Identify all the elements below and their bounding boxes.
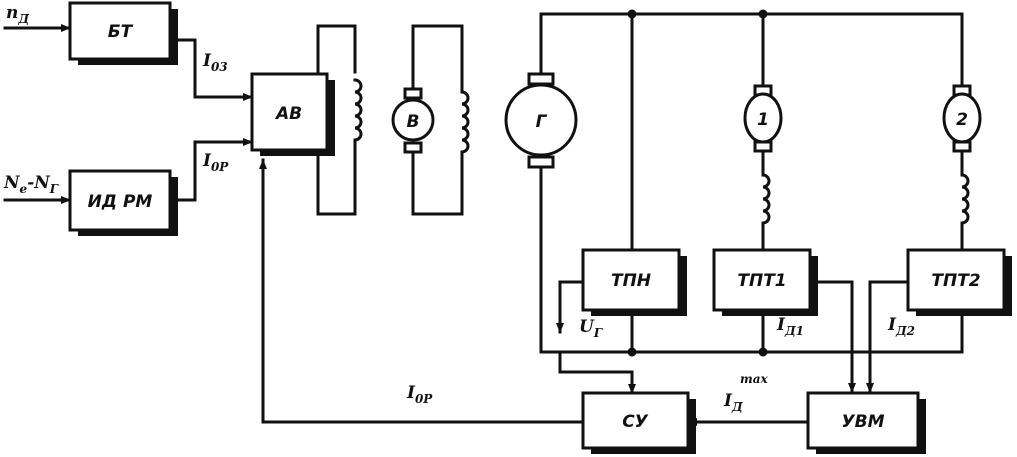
exciter-brush-top xyxy=(403,87,423,100)
id2-to-uvm-wire xyxy=(866,280,910,394)
block-tpt1: ТПТ1 xyxy=(712,248,818,316)
tpt1-label: ТПТ1 xyxy=(737,271,786,291)
motor-2: 2 xyxy=(942,84,982,153)
generator-label: Г xyxy=(536,112,548,132)
junction-dot xyxy=(758,347,768,357)
av-field-coil xyxy=(353,78,363,142)
su-label: СУ xyxy=(622,412,648,432)
su-to-av-feedback-wire xyxy=(259,158,585,424)
block-tpn: ТПН xyxy=(581,248,687,316)
bt-label: БТ xyxy=(108,22,134,42)
bt-to-av-wire xyxy=(176,38,254,101)
exciter-brush-bottom xyxy=(403,141,423,154)
block-av: АВ xyxy=(250,72,335,156)
generator-armature xyxy=(504,83,578,157)
ug-arrow xyxy=(556,280,585,334)
junction-dot xyxy=(627,9,637,19)
idmax-superscript: max xyxy=(740,372,768,386)
speed-input-label: nД xyxy=(6,3,29,26)
ug-to-su-wire xyxy=(558,350,636,395)
motor1-armature xyxy=(743,92,783,144)
power-input-label: Ne-NГ xyxy=(3,173,59,196)
i0p-top-label: I0P xyxy=(202,151,229,174)
wiring xyxy=(3,12,970,426)
ug-label: UГ xyxy=(579,317,603,340)
block-tpt2: ТПТ2 xyxy=(906,248,1012,316)
exciter-field-coil xyxy=(460,90,470,154)
top-bus xyxy=(539,12,964,92)
motor1-label: 1 xyxy=(757,110,769,130)
motor1-series-coil xyxy=(761,173,771,225)
generator-brush-top xyxy=(527,72,555,86)
idrm-to-av-wire xyxy=(176,138,254,202)
junction-dot xyxy=(627,347,637,357)
id1-label: IД1 xyxy=(776,315,804,338)
exciter-label: В xyxy=(407,112,420,132)
av-label: АВ xyxy=(274,104,302,124)
i03-label: I03 xyxy=(202,51,228,74)
i0p-bottom-label: I0P xyxy=(406,383,433,406)
idrm-label: ИД РМ xyxy=(88,192,153,212)
tpt2-label: ТПТ2 xyxy=(931,271,980,291)
junctions xyxy=(627,9,768,357)
block-su: СУ xyxy=(581,391,696,454)
uvm-label: УВМ xyxy=(842,412,885,432)
tpn-label: ТПН xyxy=(611,271,651,291)
exciter-loop-bottom xyxy=(411,150,464,216)
exciter-machine: В xyxy=(391,87,435,154)
id2-label: IД2 xyxy=(887,315,915,338)
idmax-label: IД xyxy=(723,391,743,414)
block-bt: БТ xyxy=(68,1,178,65)
junction-dot xyxy=(758,9,768,19)
motor2-label: 2 xyxy=(956,110,968,130)
exciter-loop-top xyxy=(411,24,464,97)
block-idrm: ИД РМ xyxy=(68,169,178,236)
bottom-bus xyxy=(539,160,964,354)
generator-machine: Г xyxy=(504,72,578,169)
generator-brush-bottom xyxy=(527,155,555,169)
exciter-armature xyxy=(391,98,435,142)
block-uvm: УВМ xyxy=(806,391,926,454)
motor2-series-coil xyxy=(960,173,970,225)
motor-1: 1 xyxy=(743,84,783,153)
motor2-armature xyxy=(942,92,982,144)
